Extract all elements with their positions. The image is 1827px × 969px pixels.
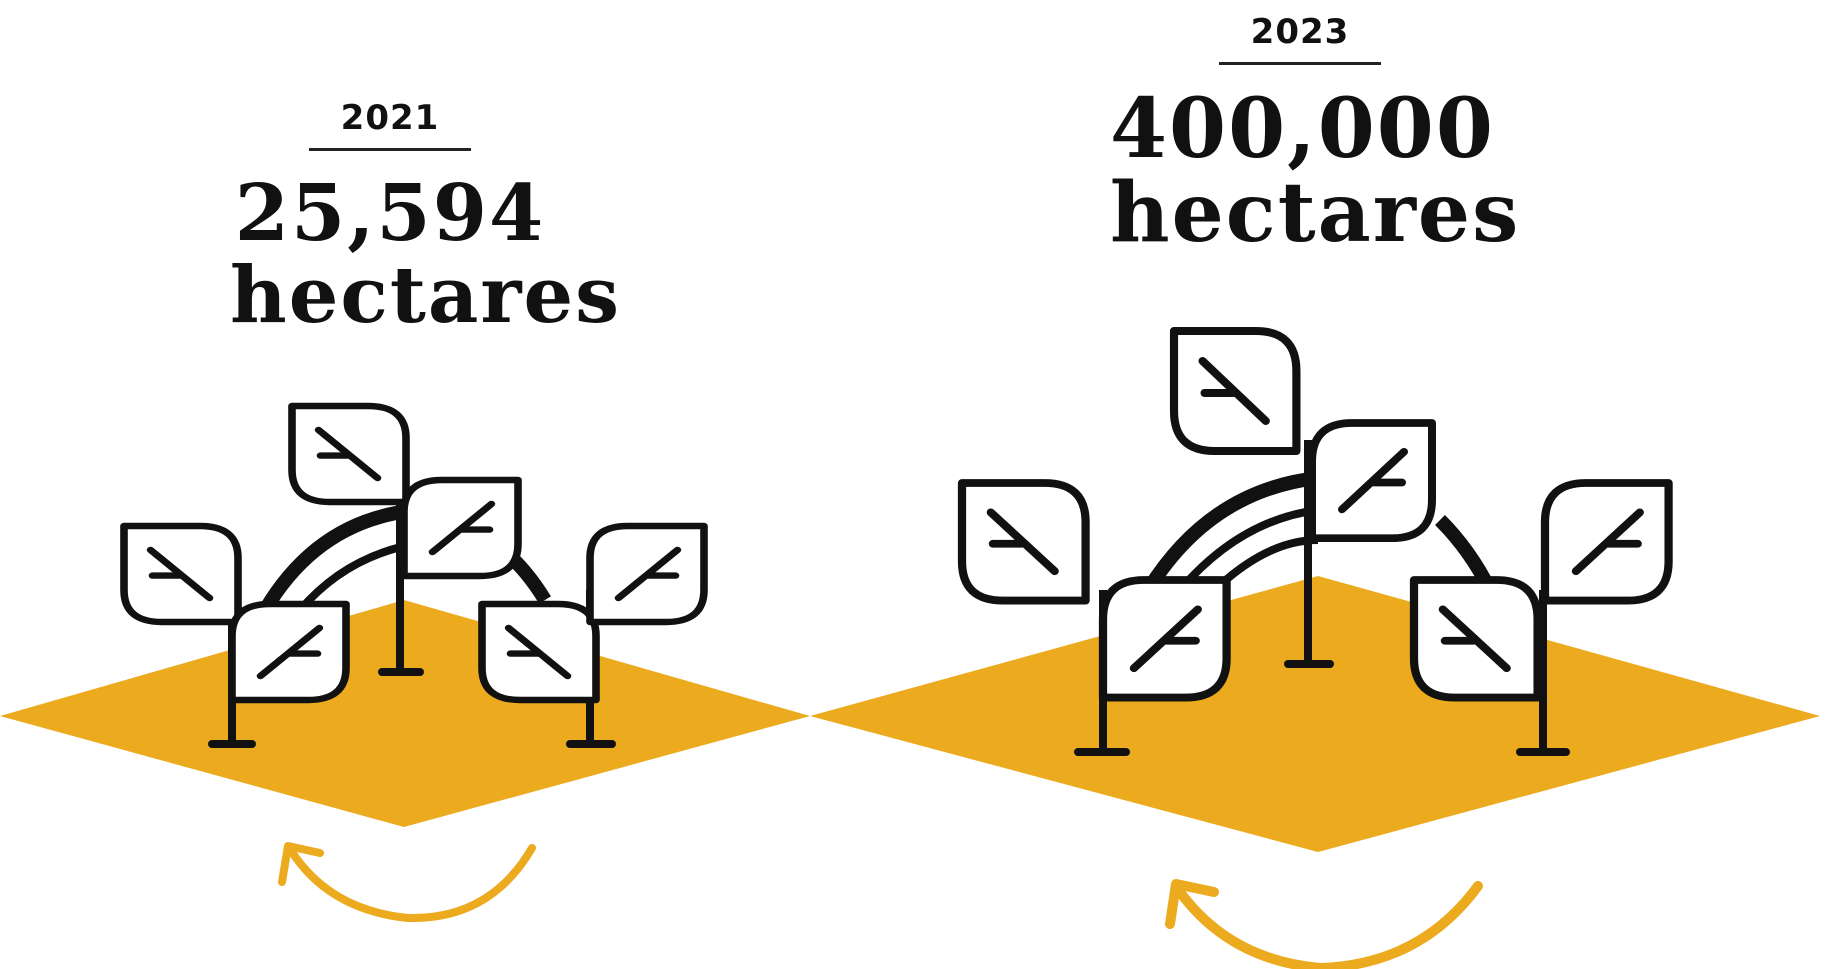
divider: [309, 148, 471, 151]
year-label: 2023: [1250, 12, 1350, 52]
seedling-plant-icon: [962, 331, 1669, 756]
year-label: 2021: [340, 98, 440, 138]
rotation-arrow-icon: [278, 842, 536, 923]
stat-block-2023: 2023 400,000 hectares: [1110, 12, 1521, 261]
rotation-arrow-icon: [1165, 879, 1483, 969]
land-plot-icon: [810, 576, 1820, 852]
area-value: 25,594: [234, 168, 546, 259]
divider: [1219, 62, 1381, 65]
area-unit: hectares: [1110, 165, 1521, 261]
land-plot-icon: [0, 600, 810, 827]
area-value: 400,000: [1110, 81, 1495, 177]
stat-block-2021: 2021 25,594 hectares: [230, 98, 622, 341]
area-unit: hectares: [230, 250, 622, 341]
seedling-plant-icon: [124, 406, 704, 748]
